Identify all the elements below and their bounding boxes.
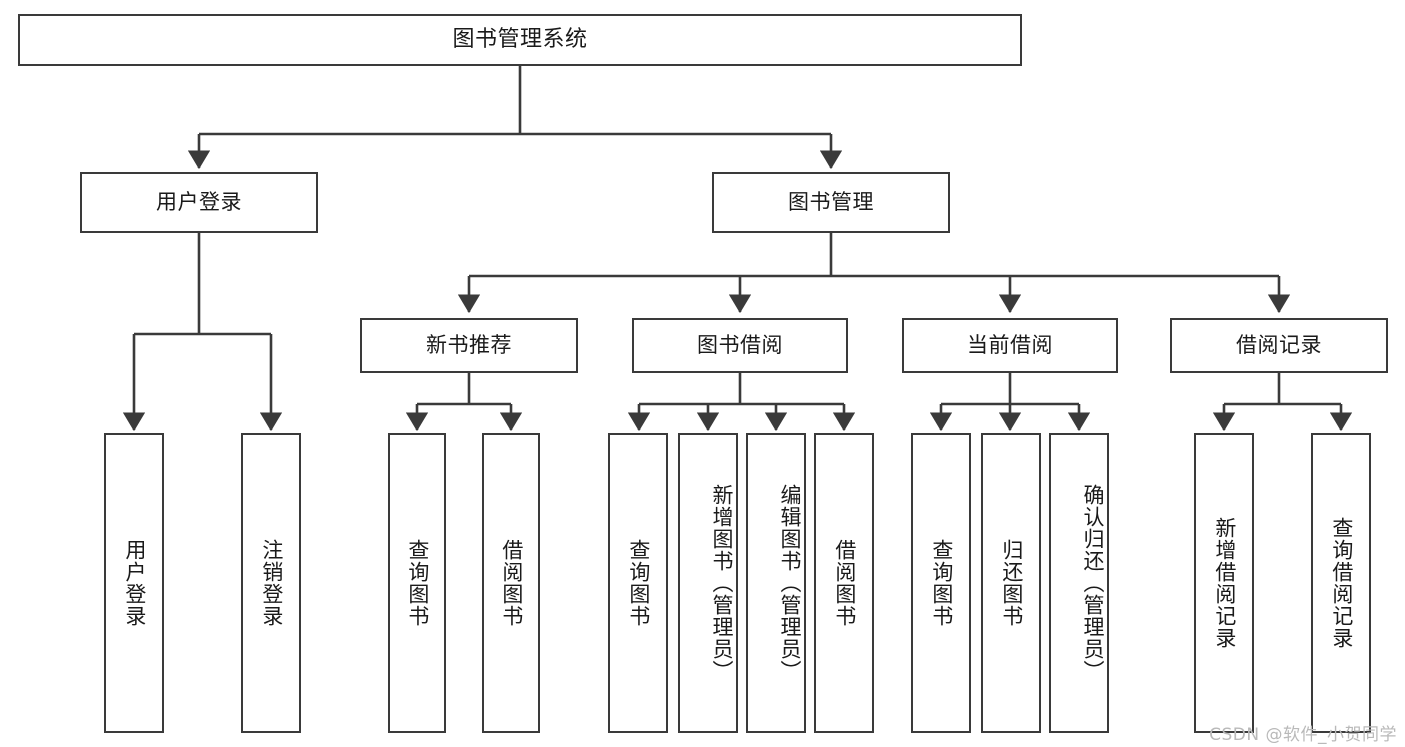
leaf-query-book-3[interactable]: 查询图书 [911, 433, 971, 733]
node-new-book-recommend-label: 新书推荐 [426, 333, 512, 358]
node-book-borrow[interactable]: 图书借阅 [632, 318, 848, 373]
csdn-watermark: CSDN @软件_小贺同学 [1209, 725, 1397, 745]
leaf-query-book-3-label: 查询图书 [929, 539, 954, 627]
node-user-login[interactable]: 用户登录 [80, 172, 318, 233]
node-root[interactable]: 图书管理系统 [18, 14, 1022, 66]
node-new-book-recommend[interactable]: 新书推荐 [360, 318, 578, 373]
node-book-manage-label: 图书管理 [788, 190, 874, 215]
leaf-add-borrow-record[interactable]: 新增借阅记录 [1194, 433, 1254, 733]
leaf-borrow-book-2-label: 借阅图书 [832, 539, 857, 627]
leaf-borrow-book-1[interactable]: 借阅图书 [482, 433, 540, 733]
node-root-label: 图书管理系统 [452, 26, 588, 52]
leaf-query-book-2-label: 查询图书 [626, 539, 651, 627]
node-book-borrow-label: 图书借阅 [697, 333, 783, 358]
leaf-query-borrow-record-label: 查询借阅记录 [1329, 517, 1354, 649]
node-user-login-label: 用户登录 [156, 190, 242, 215]
leaf-add-borrow-record-label: 新增借阅记录 [1212, 517, 1237, 649]
leaf-confirm-return[interactable]: 确认归还（管理员） [1049, 433, 1109, 733]
node-current-borrow[interactable]: 当前借阅 [902, 318, 1118, 373]
leaf-query-book-1[interactable]: 查询图书 [388, 433, 446, 733]
leaf-return-book-label: 归还图书 [999, 539, 1024, 627]
leaf-add-book[interactable]: 新增图书（管理员） [678, 433, 738, 733]
leaf-return-book[interactable]: 归还图书 [981, 433, 1041, 733]
leaf-add-book-label: 新增图书（管理员） [710, 484, 734, 682]
leaf-user-login[interactable]: 用户登录 [104, 433, 164, 733]
leaf-query-book-1-label: 查询图书 [405, 539, 430, 627]
node-borrow-record-label: 借阅记录 [1236, 333, 1322, 358]
leaf-query-borrow-record[interactable]: 查询借阅记录 [1311, 433, 1371, 733]
node-current-borrow-label: 当前借阅 [967, 333, 1053, 358]
node-book-manage[interactable]: 图书管理 [712, 172, 950, 233]
leaf-user-logout-label: 注销登录 [259, 539, 284, 627]
leaf-borrow-book-2[interactable]: 借阅图书 [814, 433, 874, 733]
leaf-borrow-book-1-label: 借阅图书 [499, 539, 524, 627]
leaf-confirm-return-label: 确认归还（管理员） [1081, 484, 1105, 682]
leaf-query-book-2[interactable]: 查询图书 [608, 433, 668, 733]
leaf-edit-book-label: 编辑图书（管理员） [778, 484, 802, 682]
leaf-user-logout[interactable]: 注销登录 [241, 433, 301, 733]
leaf-user-login-label: 用户登录 [122, 539, 147, 627]
node-borrow-record[interactable]: 借阅记录 [1170, 318, 1388, 373]
leaf-edit-book[interactable]: 编辑图书（管理员） [746, 433, 806, 733]
